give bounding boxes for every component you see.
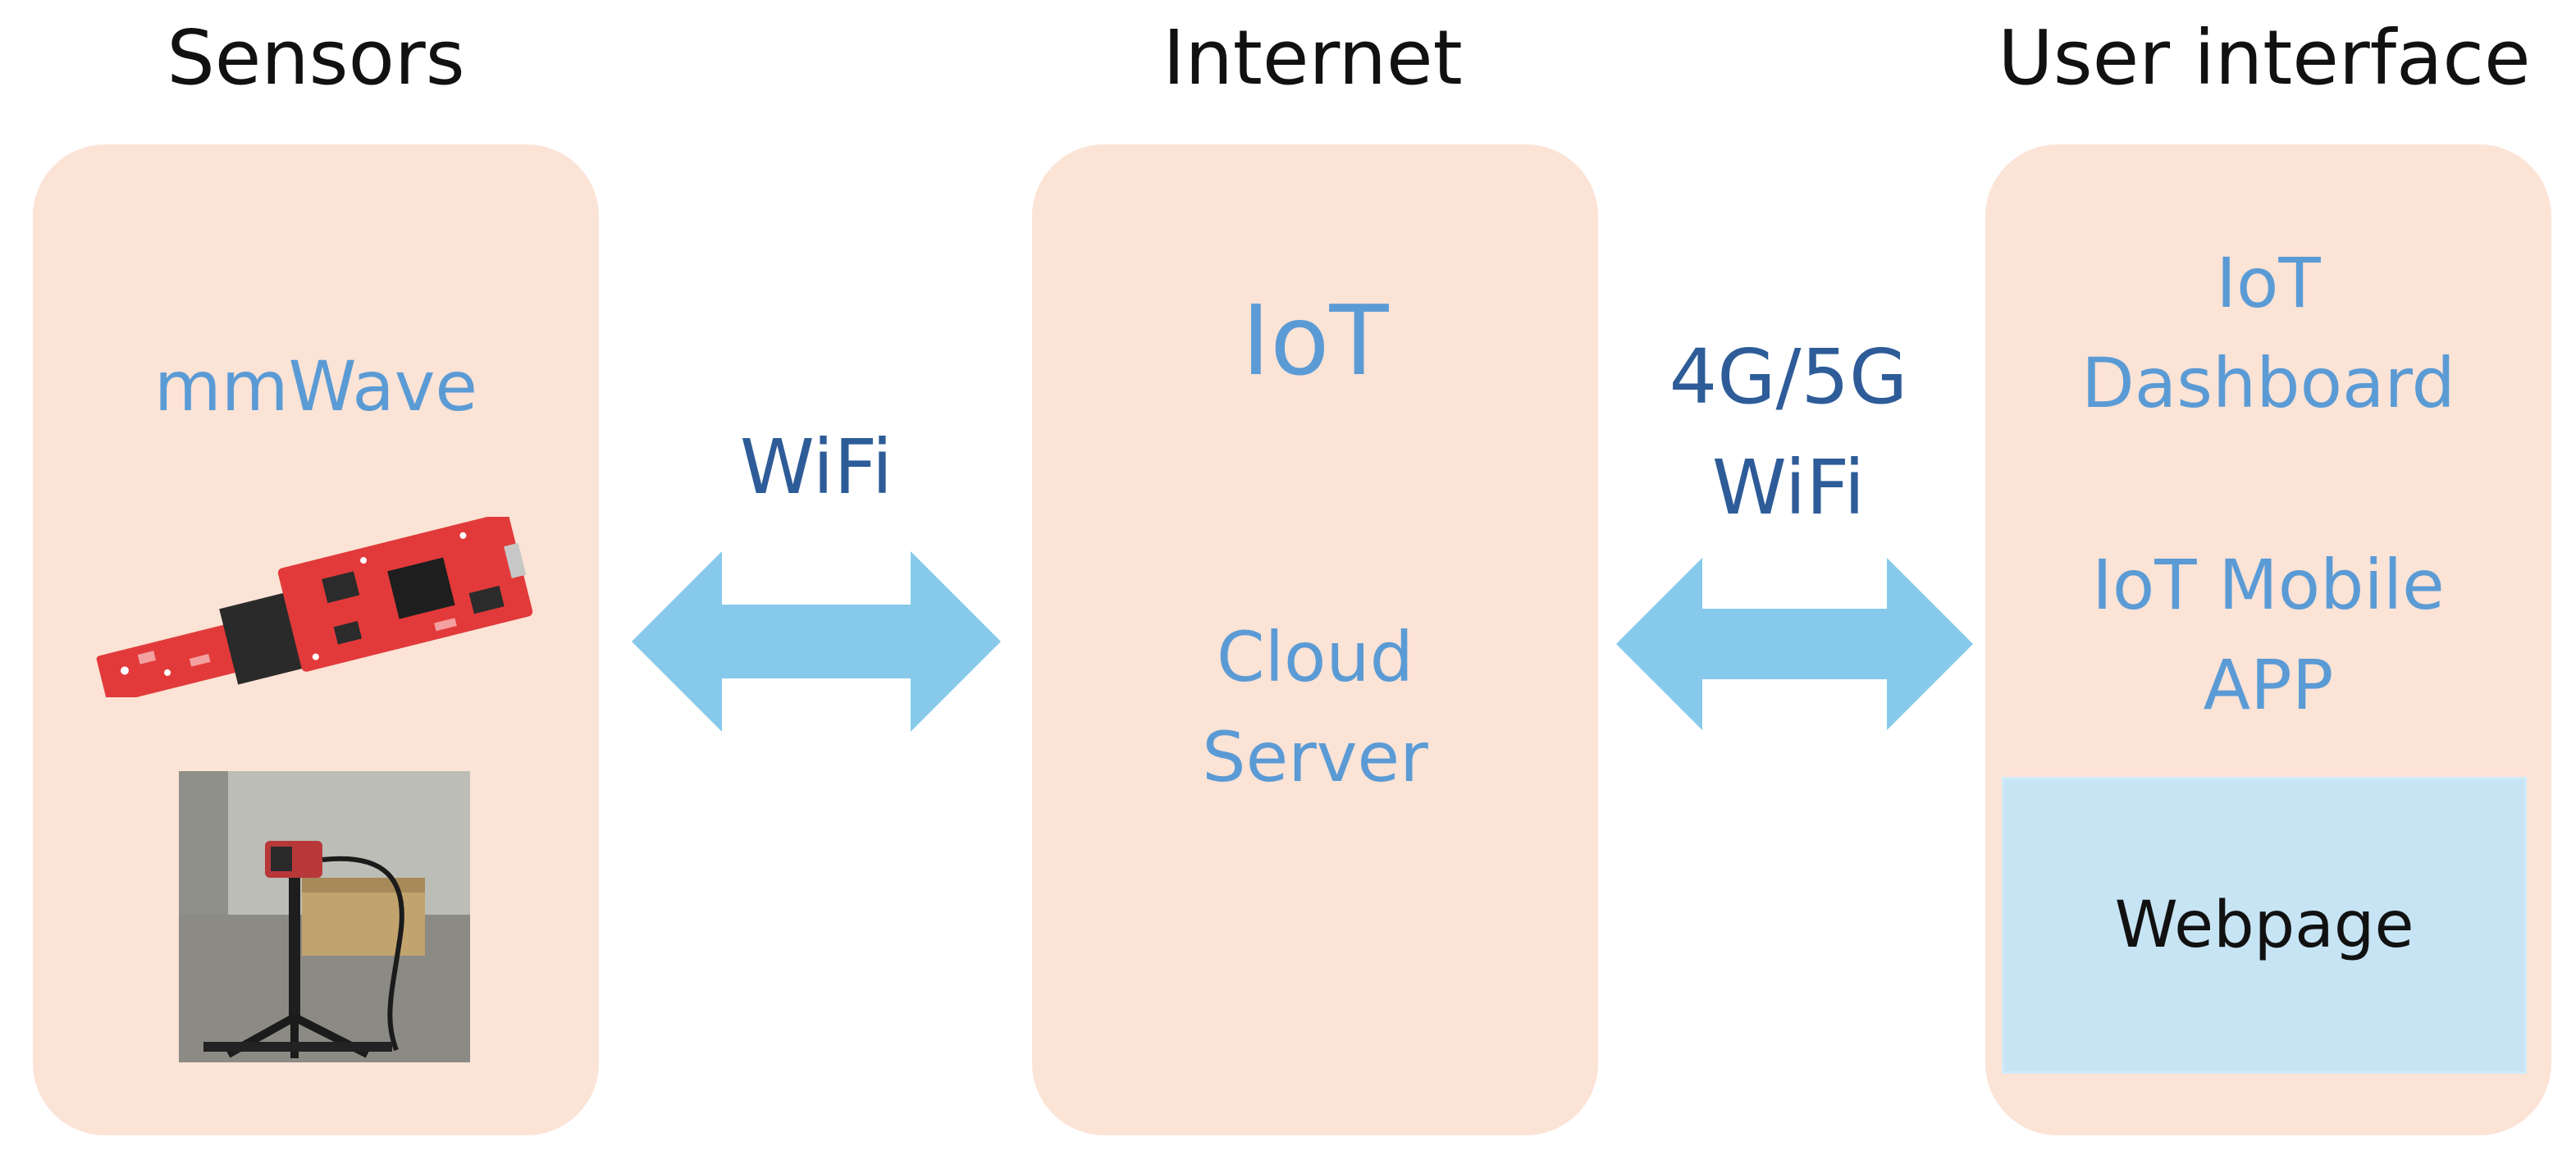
iot-mobile-line2: APP (2203, 645, 2334, 725)
internet-heading: Internet (1162, 14, 1463, 102)
webpage-box: Webpage (2002, 777, 2527, 1074)
webpage-label: Webpage (2114, 888, 2414, 962)
iot-dashboard-line2: Dashboard (2081, 343, 2455, 423)
double-headed-arrow-icon (1616, 558, 1973, 730)
mmwave-label: mmWave (153, 346, 478, 427)
right-link-label-line2: WiFi (1711, 444, 1866, 532)
double-headed-arrow-icon (632, 551, 1001, 732)
server-label: Server (1202, 717, 1428, 797)
iot-mobile-line1: IoT Mobile (2092, 545, 2445, 625)
sensors-heading: Sensors (167, 14, 465, 102)
iot-dashboard-line1: IoT (2216, 243, 2321, 323)
internet-panel (1032, 144, 1598, 1135)
user-interface-heading: User interface (1998, 14, 2531, 102)
iot-label: IoT (1241, 284, 1389, 397)
cloud-label: Cloud (1217, 617, 1414, 697)
sensor-on-tripod-photo (179, 771, 470, 1062)
left-link-label: WiFi (739, 423, 893, 511)
circuit-board-icon (96, 517, 533, 697)
right-link-label-line1: 4G/5G (1669, 333, 1908, 421)
